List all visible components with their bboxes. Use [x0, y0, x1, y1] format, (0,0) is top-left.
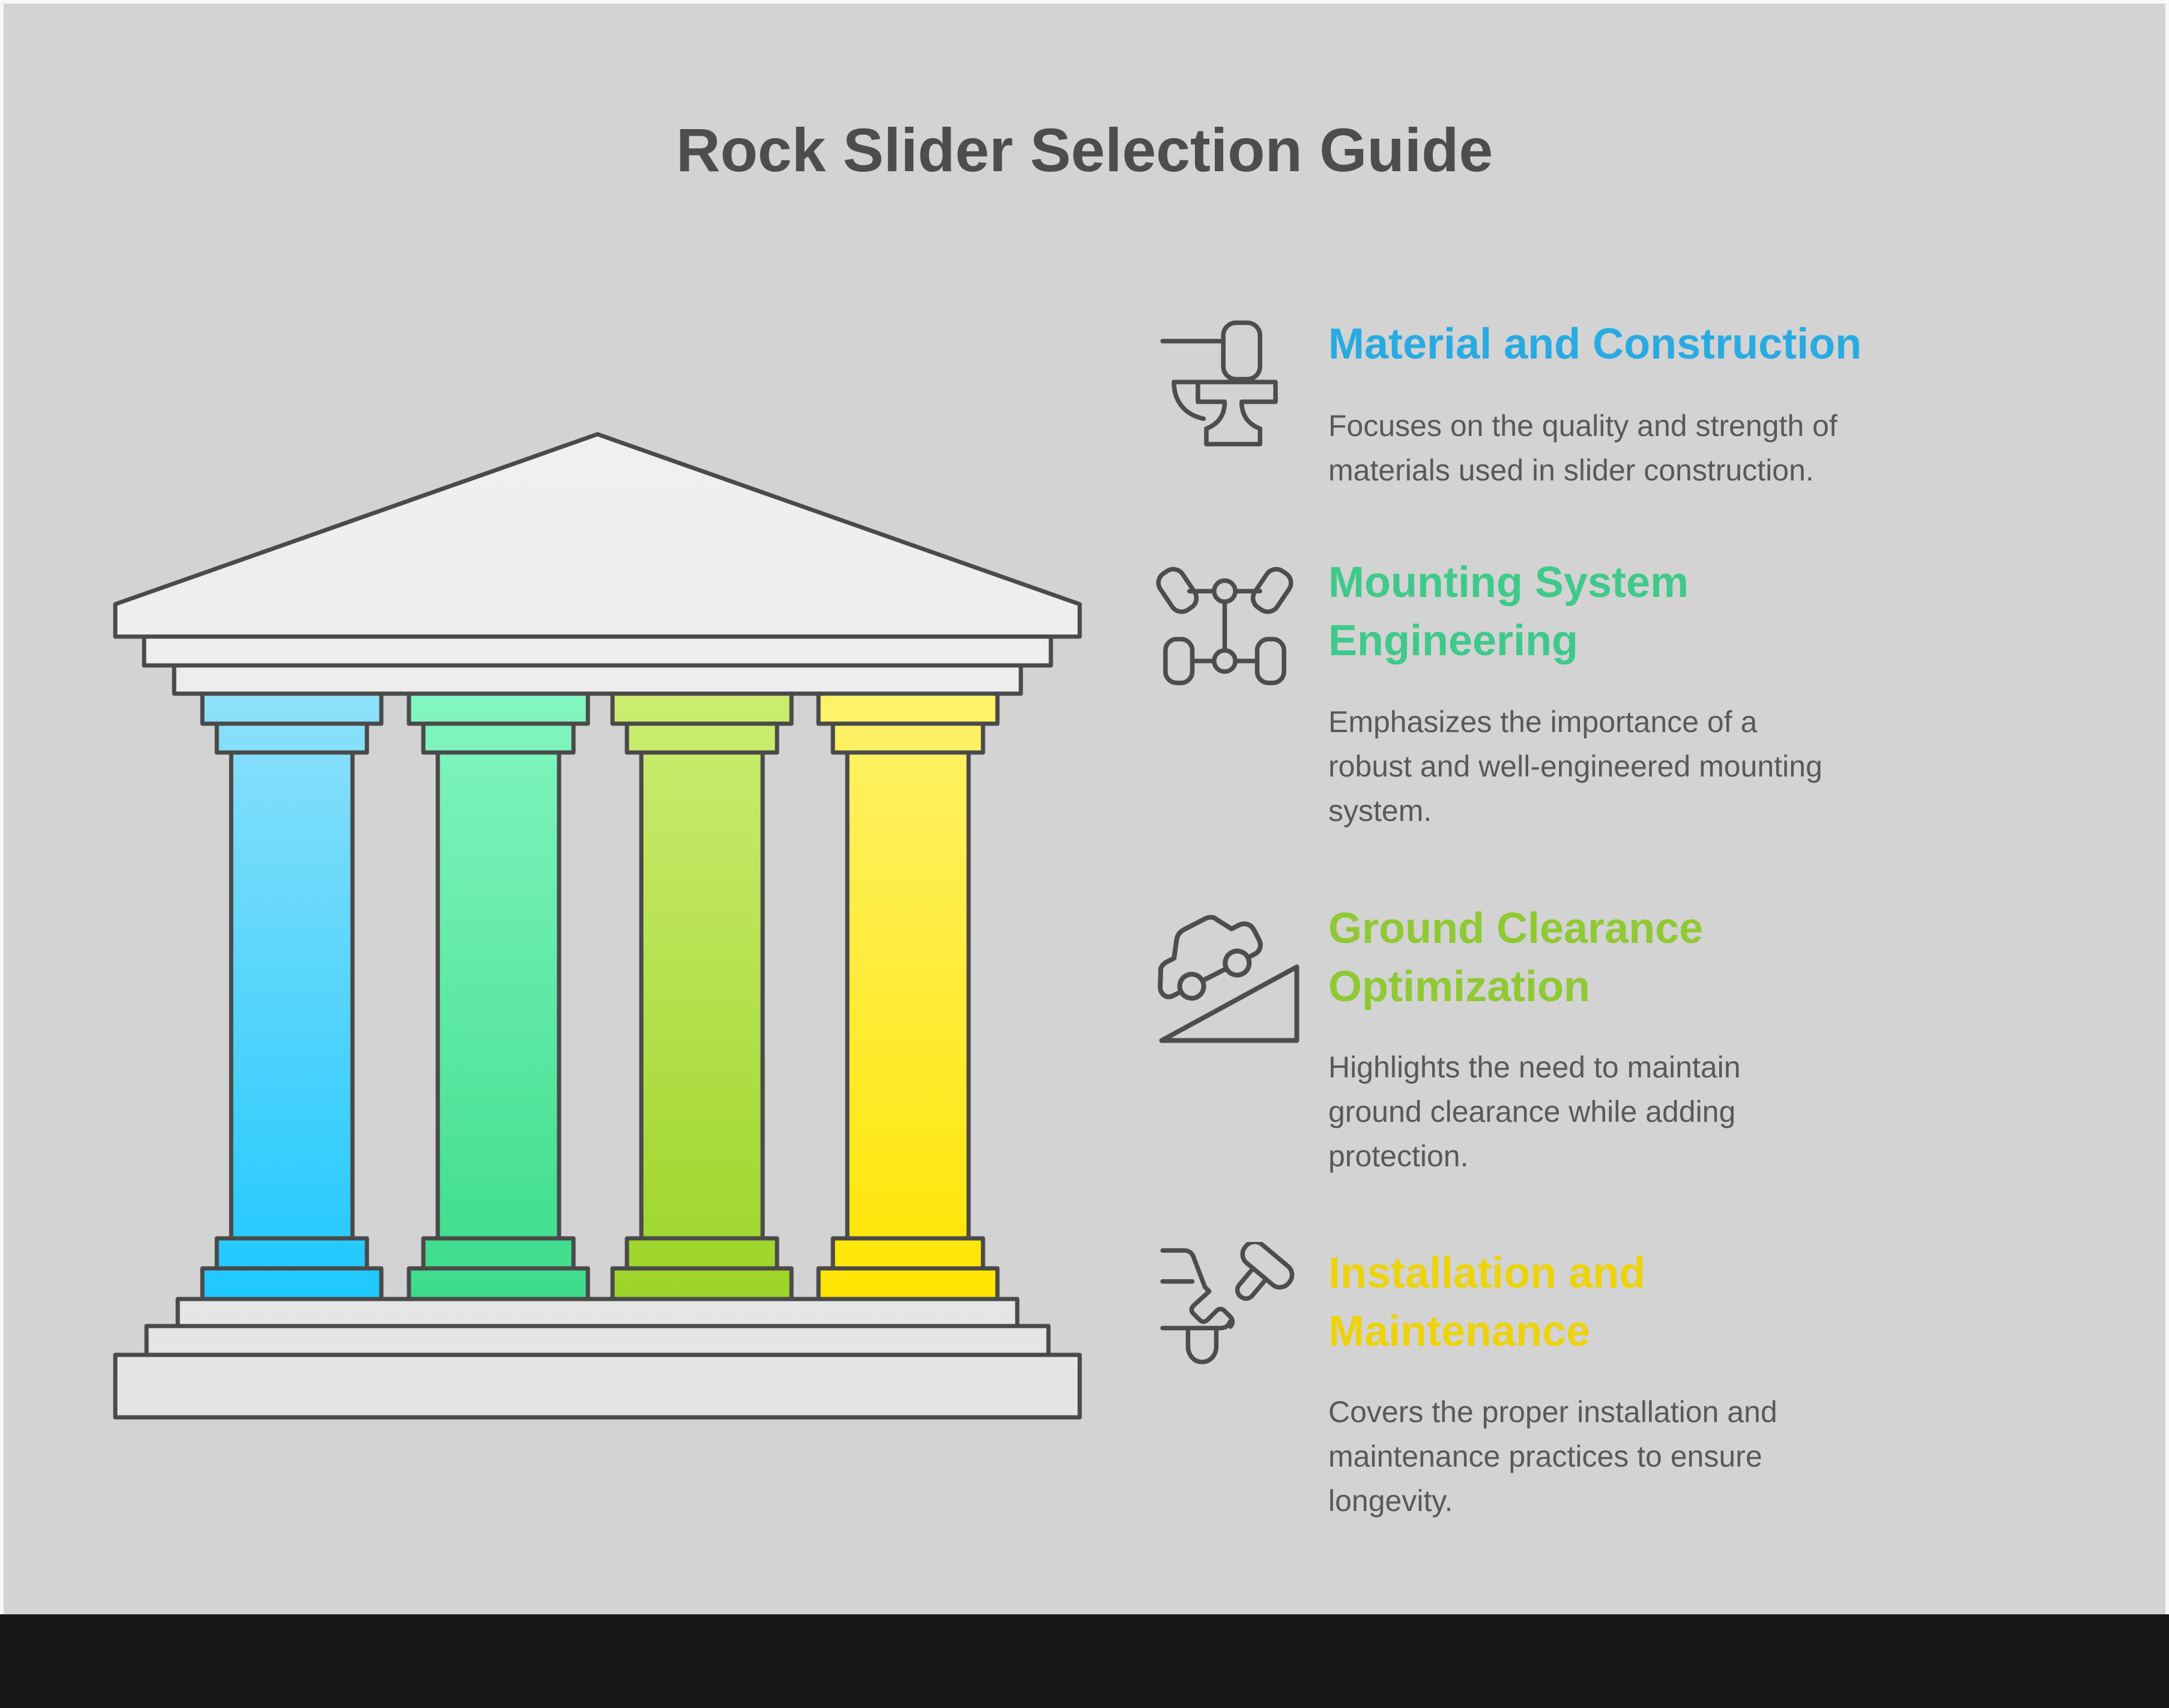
pillar-blue	[200, 691, 384, 1301]
section-description-material: Focuses on the quality and strength of m…	[1328, 409, 1838, 487]
section-heading-mounting: Mounting System Engineering	[1328, 559, 1689, 665]
pillar-yellow	[816, 691, 1000, 1301]
section-description-mounting: Emphasizes the importance of a robust an…	[1328, 705, 1823, 828]
section-heading-material: Material and Construction	[1328, 320, 1862, 368]
temple-step-top	[175, 1297, 1020, 1328]
section-heading-installation: Installation and Maintenance	[1328, 1249, 1646, 1355]
car-on-slope-icon	[1154, 901, 1304, 1051]
temple-architrave	[142, 634, 1053, 668]
anvil-hammer-icon	[1154, 317, 1295, 458]
pillar-green	[407, 691, 590, 1301]
temple-step-middle	[144, 1324, 1051, 1357]
section-description-installation: Covers the proper installation and maint…	[1328, 1395, 1777, 1518]
page-title: Rock Slider Selection Guide	[676, 116, 1493, 184]
pillar-lime	[610, 691, 794, 1301]
footer-bar	[0, 1614, 2169, 1708]
temple-illustration	[90, 408, 1111, 1429]
vehicle-chassis-icon	[1154, 562, 1295, 703]
temple-step-bottom	[113, 1352, 1082, 1420]
temple-frieze	[172, 663, 1023, 696]
section-heading-clearance: Ground Clearance Optimization	[1328, 904, 1704, 1011]
section-description-clearance: Highlights the need to maintain ground c…	[1328, 1050, 1741, 1173]
wrench-hammer-icon	[1154, 1240, 1295, 1383]
temple-pediment	[113, 432, 1082, 639]
temple-svg	[113, 432, 1082, 1420]
